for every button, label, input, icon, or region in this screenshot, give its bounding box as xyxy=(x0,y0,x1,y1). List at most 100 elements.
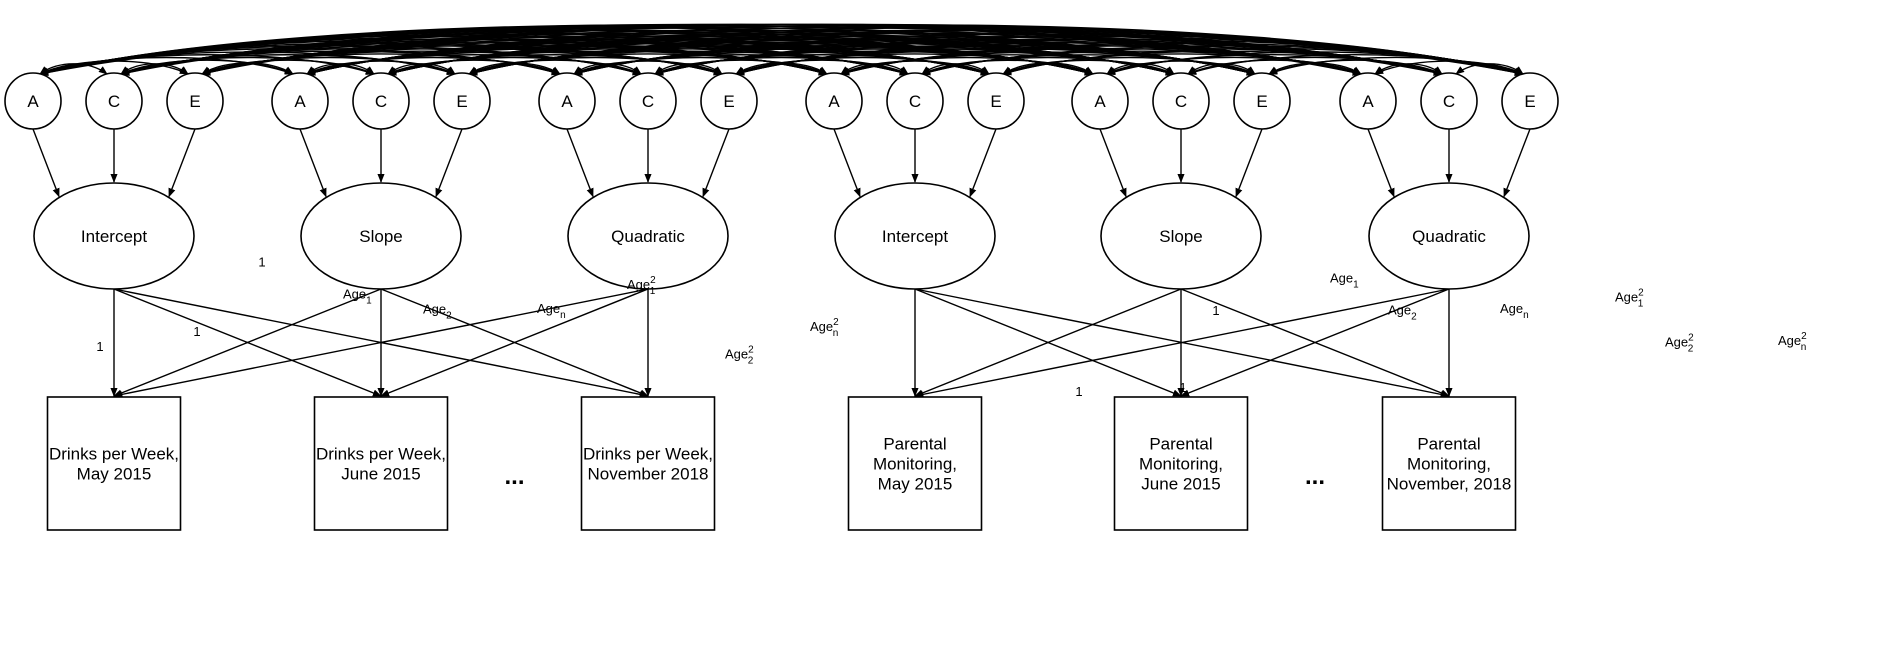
loading-label: Agen xyxy=(1500,301,1529,321)
factor-intercept: Intercept xyxy=(834,182,996,290)
observed-label-line: Drinks per Week, xyxy=(583,445,713,464)
factor-slope: Slope xyxy=(300,182,462,290)
label-subscript: 2 xyxy=(446,311,452,322)
ace-label: A xyxy=(561,92,573,111)
factor-label: Slope xyxy=(1159,227,1202,246)
loading-label: Age1 xyxy=(343,286,372,306)
ace-circle xyxy=(886,72,944,130)
ace-label: E xyxy=(723,92,734,111)
ace-node-a: A xyxy=(805,72,863,130)
ace-to-factor-path xyxy=(969,128,997,198)
ace-to-factor-path xyxy=(1503,128,1531,198)
loading-path xyxy=(113,288,382,397)
label-subscript: 2 xyxy=(1411,311,1417,322)
label-superscript: 2 xyxy=(650,275,656,286)
factor-ellipse xyxy=(33,182,195,290)
ace-to-factor-path xyxy=(566,128,594,198)
loading-path xyxy=(914,288,1450,398)
ace-node-e: E xyxy=(1233,72,1291,130)
label-subscript: 1 xyxy=(1638,299,1644,310)
observed-label-line: Monitoring, xyxy=(873,455,957,474)
factor-ellipse xyxy=(300,182,462,290)
observed-rect xyxy=(580,396,716,531)
loading-label: Age2 xyxy=(423,302,452,322)
more-timepoints-ellipsis: ... xyxy=(1305,463,1325,490)
ace-node-c: C xyxy=(619,72,677,130)
ace-to-factor-path xyxy=(1099,128,1127,198)
loading-label: 1 xyxy=(1179,380,1186,395)
ace-node-c: C xyxy=(1420,72,1478,130)
observed-label-line: June 2015 xyxy=(341,465,420,484)
ace-label: C xyxy=(909,92,921,111)
label-base: Age xyxy=(537,301,560,316)
observed-rect xyxy=(1381,396,1517,531)
factor-label: Intercept xyxy=(882,227,948,246)
observed-label-line: Drinks per Week, xyxy=(49,445,179,464)
factor-slope: Slope xyxy=(1100,182,1262,290)
label-superscript: 2 xyxy=(1688,332,1694,343)
factor-intercept: Intercept xyxy=(33,182,195,290)
ace-to-factor-path xyxy=(1367,128,1395,198)
more-timepoints-ellipsis: ... xyxy=(504,463,524,490)
observed-variable-box: Drinks per Week,November 2018 xyxy=(580,396,716,531)
observed-variable-box: Drinks per Week,June 2015 xyxy=(313,396,449,531)
ace-node-e: E xyxy=(967,72,1025,130)
ace-node-a: A xyxy=(1339,72,1397,130)
ace-circle xyxy=(1420,72,1478,130)
label-superscript: 2 xyxy=(1801,331,1807,342)
ace-label: A xyxy=(828,92,840,111)
ace-to-factor-path xyxy=(168,128,196,198)
label-subscript: 1 xyxy=(650,286,656,297)
ace-to-factor-path xyxy=(299,128,327,198)
loading-path xyxy=(380,288,649,397)
ace-circle xyxy=(1152,72,1210,130)
ace-circle xyxy=(1233,72,1291,130)
label-base: Age xyxy=(810,319,833,334)
ace-node-e: E xyxy=(700,72,758,130)
ace-circle xyxy=(1501,72,1559,130)
covariance-arc xyxy=(1455,63,1524,75)
label-subscript: n xyxy=(833,328,839,339)
observed-rect xyxy=(847,396,983,531)
ace-circle xyxy=(166,72,224,130)
loading-path xyxy=(113,288,649,398)
loading-label: Age2 xyxy=(1388,302,1417,322)
label-subscript: 1 xyxy=(1353,279,1359,290)
ace-to-factor-path xyxy=(435,128,463,198)
ace-node-e: E xyxy=(166,72,224,130)
label-base: Age xyxy=(1500,301,1523,316)
label-superscript: 2 xyxy=(748,344,754,355)
label-base: Age xyxy=(1330,270,1353,285)
label-subscript: n xyxy=(1801,342,1807,353)
observed-label-line: Drinks per Week, xyxy=(316,445,446,464)
label-subscript: n xyxy=(560,310,566,321)
factor-label: Slope xyxy=(359,227,402,246)
ace-label: E xyxy=(189,92,200,111)
ace-circle xyxy=(1071,72,1129,130)
label-superscript: 2 xyxy=(1638,288,1644,299)
observed-rect xyxy=(1113,396,1249,531)
label-subscript: n xyxy=(1523,310,1529,321)
ace-node-c: C xyxy=(1152,72,1210,130)
loading-label: 1 xyxy=(1075,384,1082,399)
observed-label-line: Parental xyxy=(1149,435,1212,454)
loading-label: 1 xyxy=(258,254,265,269)
ace-circle xyxy=(1339,72,1397,130)
label-base: Age xyxy=(1388,302,1411,317)
ace-node-c: C xyxy=(886,72,944,130)
path-edges xyxy=(32,128,1531,398)
observed-label-line: May 2015 xyxy=(878,475,953,494)
factor-quadratic: Quadratic xyxy=(567,182,729,290)
factor-ellipse xyxy=(1100,182,1262,290)
label-subscript: 2 xyxy=(1688,343,1694,354)
loading-label: Age1 xyxy=(1330,270,1359,290)
ace-label: A xyxy=(1094,92,1106,111)
